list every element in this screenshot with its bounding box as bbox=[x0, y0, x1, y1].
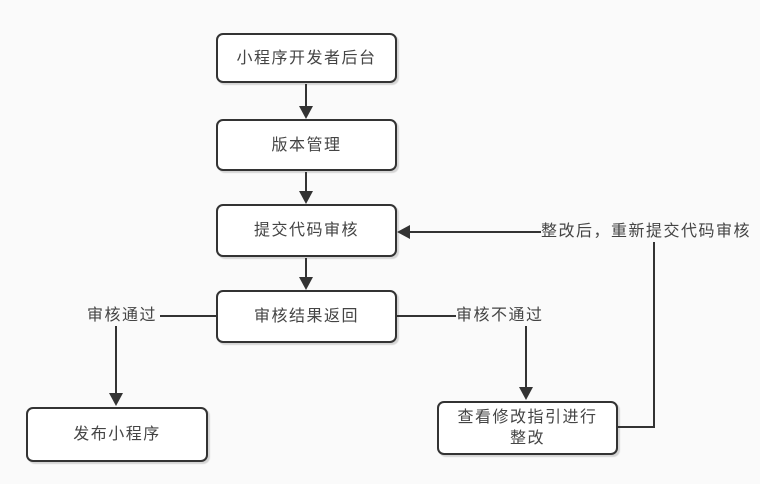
arrowhead-into-versionmgmt bbox=[299, 106, 313, 119]
edge-label-approved: 审核通过 bbox=[87, 307, 158, 325]
node-dev-console-label: 小程序开发者后台 bbox=[236, 49, 377, 67]
node-version-mgmt: 版本管理 bbox=[216, 119, 397, 171]
edge-label-resubmit: 整改后，重新提交代码审核 bbox=[541, 223, 752, 241]
node-review-result-label: 审核结果返回 bbox=[253, 308, 359, 325]
arrowhead-into-reviewresult bbox=[299, 277, 313, 290]
connector-devconsole-versionmgmt bbox=[305, 84, 307, 107]
connector-rejected-horizontal bbox=[397, 315, 458, 317]
connector-approved-horizontal bbox=[160, 315, 216, 317]
connector-submitreview-reviewresult bbox=[305, 258, 307, 278]
node-dev-console: 小程序开发者后台 bbox=[216, 33, 397, 83]
node-review-result: 审核结果返回 bbox=[216, 290, 397, 343]
node-submit-review-label: 提交代码审核 bbox=[253, 222, 359, 239]
connector-versionmgmt-submitreview bbox=[305, 172, 307, 192]
node-version-mgmt-label: 版本管理 bbox=[271, 136, 342, 154]
node-publish: 发布小程序 bbox=[26, 407, 208, 462]
node-view-guide-label: 查看修改指引进行整改 bbox=[457, 409, 598, 447]
node-view-guide: 查看修改指引进行整改 bbox=[437, 401, 618, 455]
connector-resubmit-right bbox=[653, 242, 655, 427]
node-submit-review: 提交代码审核 bbox=[216, 204, 397, 257]
connector-resubmit-top bbox=[410, 231, 542, 233]
connector-approved-vertical bbox=[115, 326, 117, 394]
connector-resubmit-bottom bbox=[618, 426, 655, 428]
arrowhead-into-submitreview bbox=[299, 191, 313, 204]
edge-label-rejected: 审核不通过 bbox=[456, 307, 544, 325]
connector-rejected-vertical bbox=[525, 326, 527, 388]
node-publish-label: 发布小程序 bbox=[73, 426, 161, 443]
arrowhead-into-viewguide bbox=[519, 387, 533, 400]
arrowhead-into-publish bbox=[109, 393, 123, 406]
arrowhead-into-submitreview-loop bbox=[397, 225, 410, 239]
